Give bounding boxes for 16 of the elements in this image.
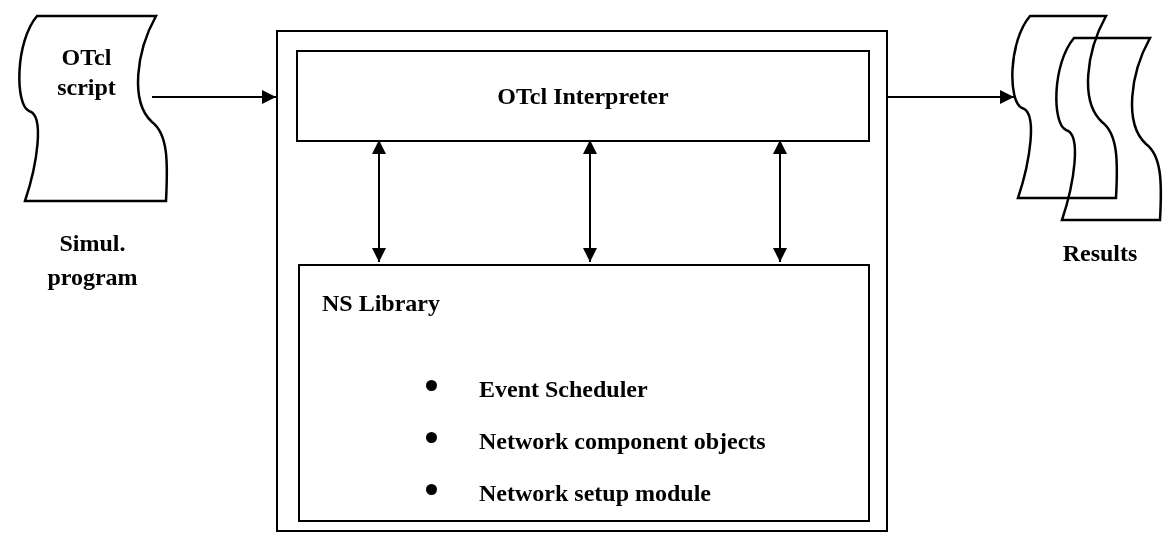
list-item: Event Scheduler — [479, 375, 648, 404]
node-label: Results — [1061, 239, 1139, 268]
arrow — [887, 90, 1015, 104]
arrow — [773, 139, 787, 263]
arrow — [151, 90, 277, 104]
process-box — [296, 50, 870, 142]
arrow — [583, 139, 597, 263]
container-box — [276, 30, 888, 532]
process-box — [298, 264, 870, 522]
document-label: OTcl script — [56, 43, 117, 102]
list-item: Network setup module — [479, 479, 711, 508]
box-title: OTcl Interpreter — [496, 81, 670, 111]
node-label: Simul. program — [46, 229, 139, 292]
box-title: NS Library — [322, 290, 440, 317]
arrow — [372, 139, 386, 263]
list-item: Network component objects — [479, 427, 766, 456]
